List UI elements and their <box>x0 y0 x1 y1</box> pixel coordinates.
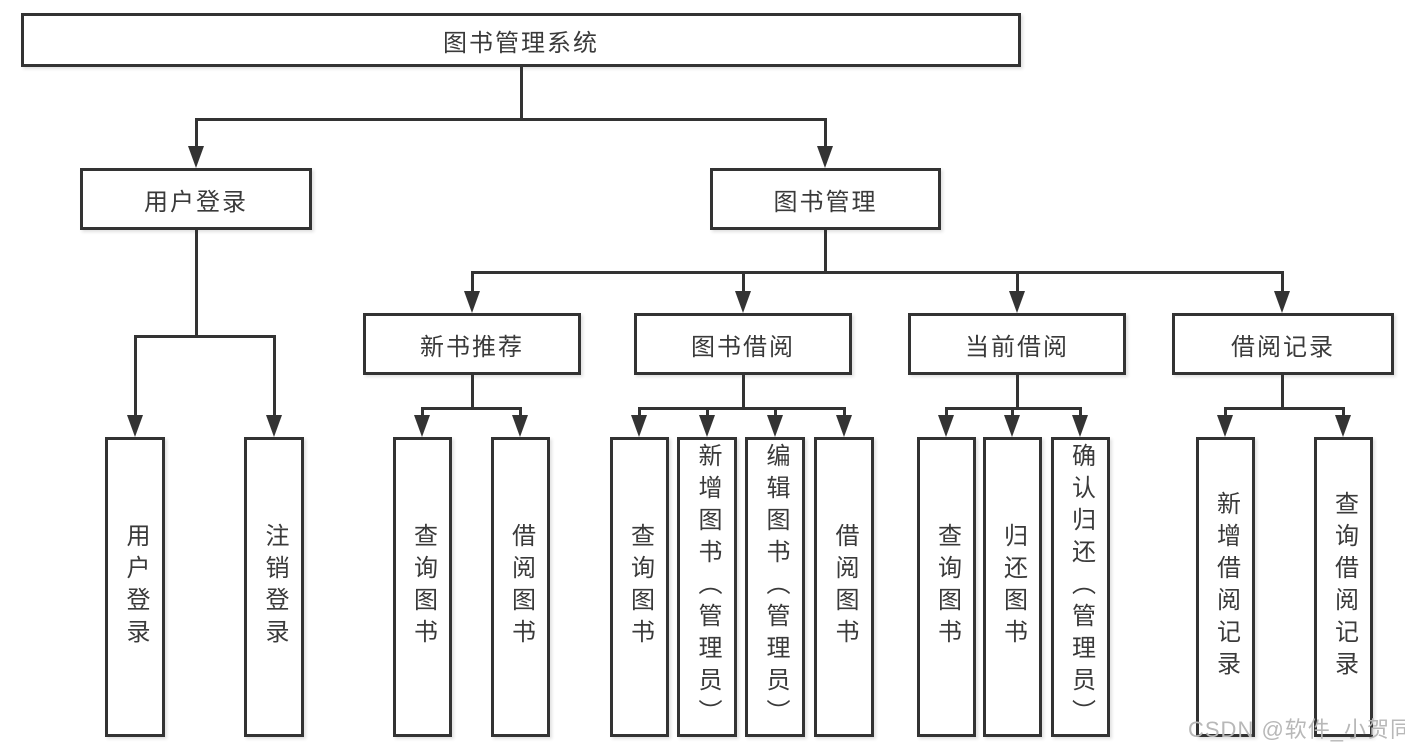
connector-line <box>843 407 846 417</box>
arrow-down-icon <box>836 415 852 437</box>
leaf-label: 确认归还（管理员） <box>1067 443 1095 731</box>
node-return-book: 归还图书 <box>983 437 1042 737</box>
connector-line <box>824 118 827 148</box>
connector-line <box>1342 407 1345 417</box>
node-query-books-current: 查询图书 <box>917 437 976 737</box>
leaf-label: 编辑图书（管理员） <box>762 443 789 731</box>
connector-line <box>824 230 827 274</box>
node-book-management: 图书管理 <box>710 168 941 230</box>
connector-line <box>742 271 745 293</box>
arrow-down-icon <box>1335 415 1351 437</box>
arrow-down-icon <box>735 291 751 313</box>
node-book-borrow: 图书借阅 <box>634 313 852 375</box>
arrow-down-icon <box>1004 415 1020 437</box>
csdn-watermark: CSDN @软件_小贺同学 <box>1188 717 1405 742</box>
arrow-down-icon <box>266 415 282 437</box>
arrow-down-icon <box>767 415 783 437</box>
connector-line <box>273 335 276 417</box>
leaf-label: 注销登录 <box>261 523 288 651</box>
connector-line <box>471 271 474 293</box>
leaf-label: 用户登录 <box>122 523 149 651</box>
connector-line <box>774 407 777 417</box>
connector-line <box>638 407 641 417</box>
connector-line <box>134 335 276 338</box>
connector-line <box>195 230 198 338</box>
connector-line <box>421 407 424 417</box>
arrow-down-icon <box>631 415 647 437</box>
arrow-down-icon <box>464 291 480 313</box>
connector-line <box>195 118 827 121</box>
connector-line <box>195 118 198 148</box>
leaf-label: 新增借阅记录 <box>1212 491 1240 683</box>
connector-line <box>1079 407 1082 417</box>
connector-line <box>134 335 137 417</box>
connector-line <box>706 407 709 417</box>
connector-line <box>742 375 745 410</box>
leaf-label: 查询图书 <box>626 523 654 651</box>
node-query-borrow-record: 查询借阅记录 <box>1314 437 1373 737</box>
connector-line <box>1224 407 1227 417</box>
connector-line <box>945 407 948 417</box>
leaf-label: 查询借阅记录 <box>1330 491 1358 683</box>
connector-line <box>1224 407 1345 410</box>
node-add-borrow-record: 新增借阅记录 <box>1196 437 1255 737</box>
node-confirm-return-admin: 确认归还（管理员） <box>1051 437 1110 737</box>
node-borrow-books-recommend: 借阅图书 <box>491 437 550 737</box>
connector-line <box>520 67 523 120</box>
node-user-login: 用户登录 <box>80 168 312 230</box>
leaf-label: 查询图书 <box>933 523 961 651</box>
arrow-down-icon <box>1009 291 1025 313</box>
connector-line <box>1016 375 1019 410</box>
connector-line <box>519 407 522 417</box>
connector-line <box>1016 271 1019 293</box>
arrow-down-icon <box>512 415 528 437</box>
arrow-down-icon <box>699 415 715 437</box>
node-edit-book-admin: 编辑图书（管理员） <box>745 437 805 737</box>
leaf-label: 借阅图书 <box>507 523 535 651</box>
arrow-down-icon <box>1274 291 1290 313</box>
arrow-down-icon <box>938 415 954 437</box>
connector-line <box>1281 375 1284 410</box>
node-add-book-admin: 新增图书（管理员） <box>677 437 737 737</box>
node-root: 图书管理系统 <box>21 13 1021 67</box>
node-query-books-recommend: 查询图书 <box>393 437 452 737</box>
node-borrow-records: 借阅记录 <box>1172 313 1394 375</box>
connector-line <box>471 375 474 410</box>
leaf-label: 借阅图书 <box>831 523 858 651</box>
arrow-down-icon <box>414 415 430 437</box>
node-user-login-leaf: 用户登录 <box>105 437 165 737</box>
arrow-down-icon <box>1072 415 1088 437</box>
connector-line <box>421 407 522 410</box>
arrow-down-icon <box>817 146 833 168</box>
arrow-down-icon <box>1217 415 1233 437</box>
connector-line <box>638 407 846 410</box>
node-logout-leaf: 注销登录 <box>244 437 304 737</box>
arrow-down-icon <box>127 415 143 437</box>
connector-line <box>1281 271 1284 293</box>
connector-line <box>471 271 1284 274</box>
node-new-book-recommend: 新书推荐 <box>363 313 581 375</box>
connector-line <box>1011 407 1014 417</box>
node-borrow-books-leaf: 借阅图书 <box>814 437 874 737</box>
leaf-label: 查询图书 <box>409 523 437 651</box>
arrow-down-icon <box>188 146 204 168</box>
leaf-label: 新增图书（管理员） <box>694 443 721 731</box>
leaf-label: 归还图书 <box>999 523 1027 651</box>
node-query-books-borrow: 查询图书 <box>610 437 669 737</box>
node-current-borrow: 当前借阅 <box>908 313 1126 375</box>
